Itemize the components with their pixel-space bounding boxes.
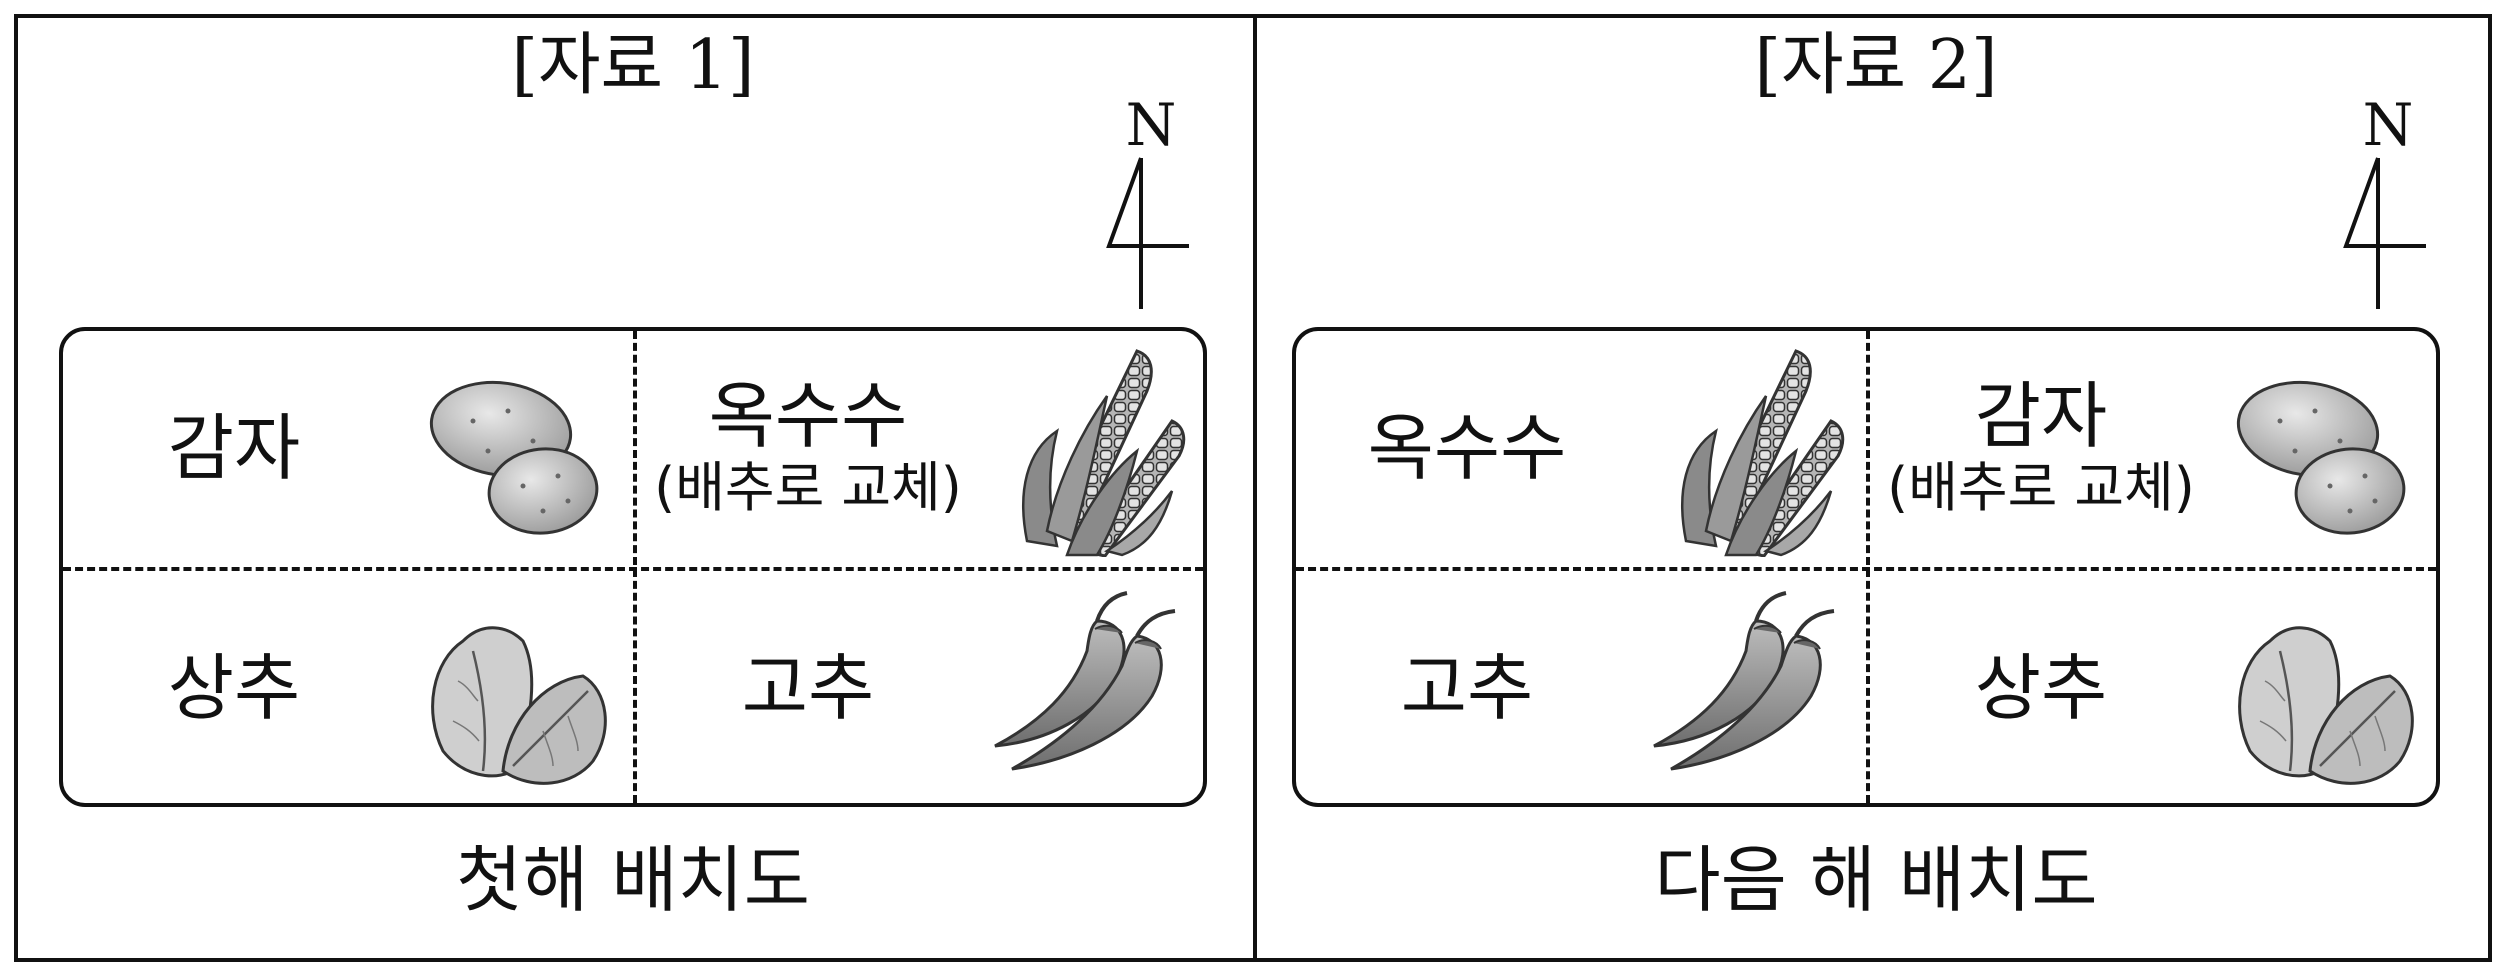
field-cell: 고추	[1296, 571, 1866, 807]
lettuce-icon	[431, 626, 607, 785]
panel-title: [자료 1]	[511, 26, 755, 105]
panel-title: [자료 2]	[1754, 26, 1998, 105]
potato-icon	[2236, 380, 2406, 535]
crop-name: 고추	[741, 646, 875, 731]
crop-name: 옥수수	[1367, 406, 1567, 491]
field-cell: 고추	[637, 571, 1207, 807]
crop-name: 상추	[167, 646, 301, 731]
crop-name: 감자	[167, 406, 301, 491]
grid-divider-horizontal	[63, 567, 1203, 571]
crop-note: (배추로 교체)	[1887, 456, 2195, 520]
crop-name: 고추	[1400, 646, 1534, 731]
crop-note: (배추로 교체)	[654, 456, 962, 520]
field-cell: 감자	[63, 331, 633, 567]
field-grid: 감자 옥수수 (배추로 교체) 상	[59, 327, 1207, 807]
pepper-icon	[1653, 591, 1835, 771]
potato-icon	[429, 380, 599, 535]
panel-1: [자료 1] N 감자 옥수수 (배추로 교체)	[14, 14, 1252, 962]
north-arrow-icon: N	[2338, 96, 2438, 316]
crop-name: 감자	[1974, 374, 2108, 458]
north-arrow-shape	[1106, 157, 1189, 309]
lettuce-icon	[2238, 626, 2414, 785]
north-arrow-icon: N	[1101, 96, 1201, 316]
field-cell: 옥수수 (배추로 교체)	[637, 331, 1207, 567]
north-label: N	[2362, 91, 2414, 159]
crop-name: 상추	[1974, 646, 2108, 731]
north-arrow-shape	[2343, 157, 2426, 309]
field-grid: 옥수수 감자 (배추로 교체) 고	[1292, 327, 2440, 807]
field-cell: 감자 (배추로 교체)	[1870, 331, 2440, 567]
panel-divider	[1253, 14, 1257, 962]
field-cell: 상추	[63, 571, 633, 807]
field-cell: 상추	[1870, 571, 2440, 807]
crop-name: 옥수수	[708, 374, 908, 458]
corn-icon	[1681, 349, 1845, 557]
field-cell: 옥수수	[1296, 331, 1866, 567]
panel-caption: 첫해 배치도	[455, 838, 811, 922]
pepper-icon	[994, 591, 1176, 771]
corn-icon	[1022, 349, 1186, 557]
panel-2: [자료 2] N 옥수수 감자 (배추로 교	[1257, 14, 2495, 962]
north-label: N	[1125, 91, 1177, 159]
grid-divider-horizontal	[1296, 567, 2436, 571]
panel-caption: 다음 해 배치도	[1654, 838, 2098, 922]
